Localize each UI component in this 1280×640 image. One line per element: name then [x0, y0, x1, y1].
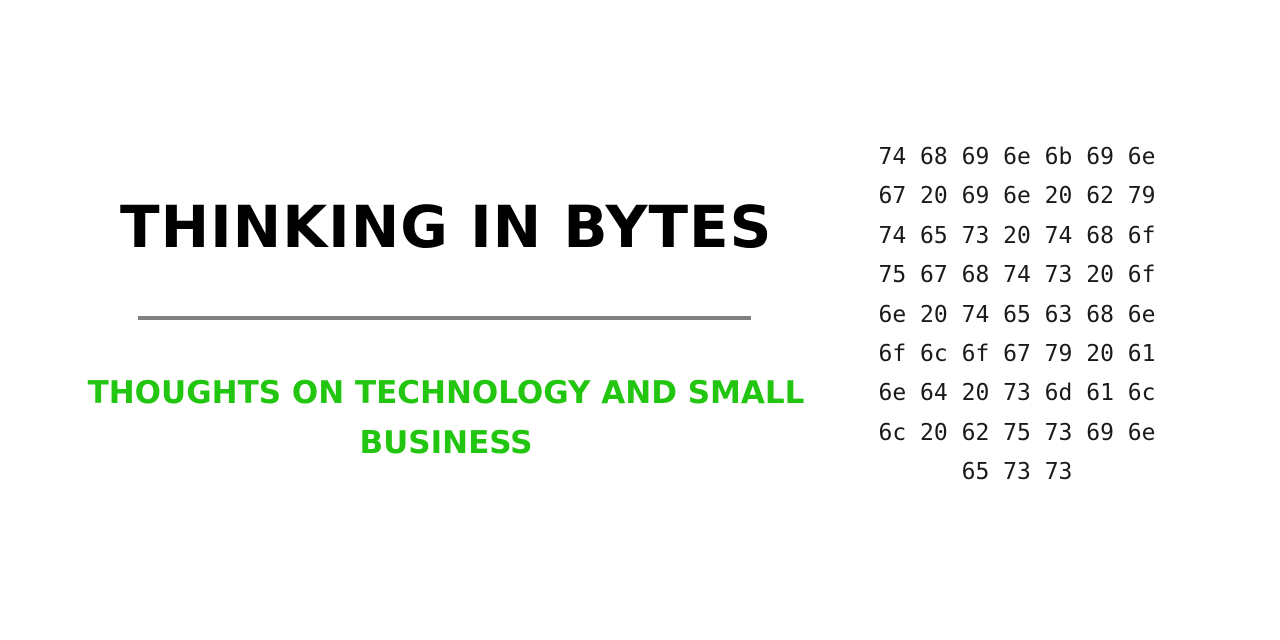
hex-line: 74 68 69 6e 6b 69 6e [878, 144, 1156, 170]
hex-line: 67 20 69 6e 20 62 79 [878, 183, 1156, 210]
hex-line: 74 65 73 20 74 68 6f [878, 222, 1156, 249]
hex-text-block: 74 68 69 6e 6b 69 6e 67 20 69 6e 20 62 7… [857, 138, 1177, 493]
blog-title: THINKING IN BYTES [120, 193, 773, 261]
hex-line: 6f 6c 6f 67 79 20 61 [878, 341, 1156, 368]
title-divider [138, 316, 751, 320]
hex-line: 75 67 68 74 73 20 6f [878, 262, 1156, 289]
blog-tagline: THOUGHTS ON TECHNOLOGY AND SMALL BUSINES… [87, 375, 805, 461]
hex-line: 65 73 73 [961, 459, 1073, 486]
hex-line: 6c 20 62 75 73 69 6e [878, 419, 1156, 446]
hex-line: 6e 20 74 65 63 68 6e [878, 301, 1156, 328]
hex-line: 6e 64 20 73 6d 61 6c [878, 380, 1156, 407]
